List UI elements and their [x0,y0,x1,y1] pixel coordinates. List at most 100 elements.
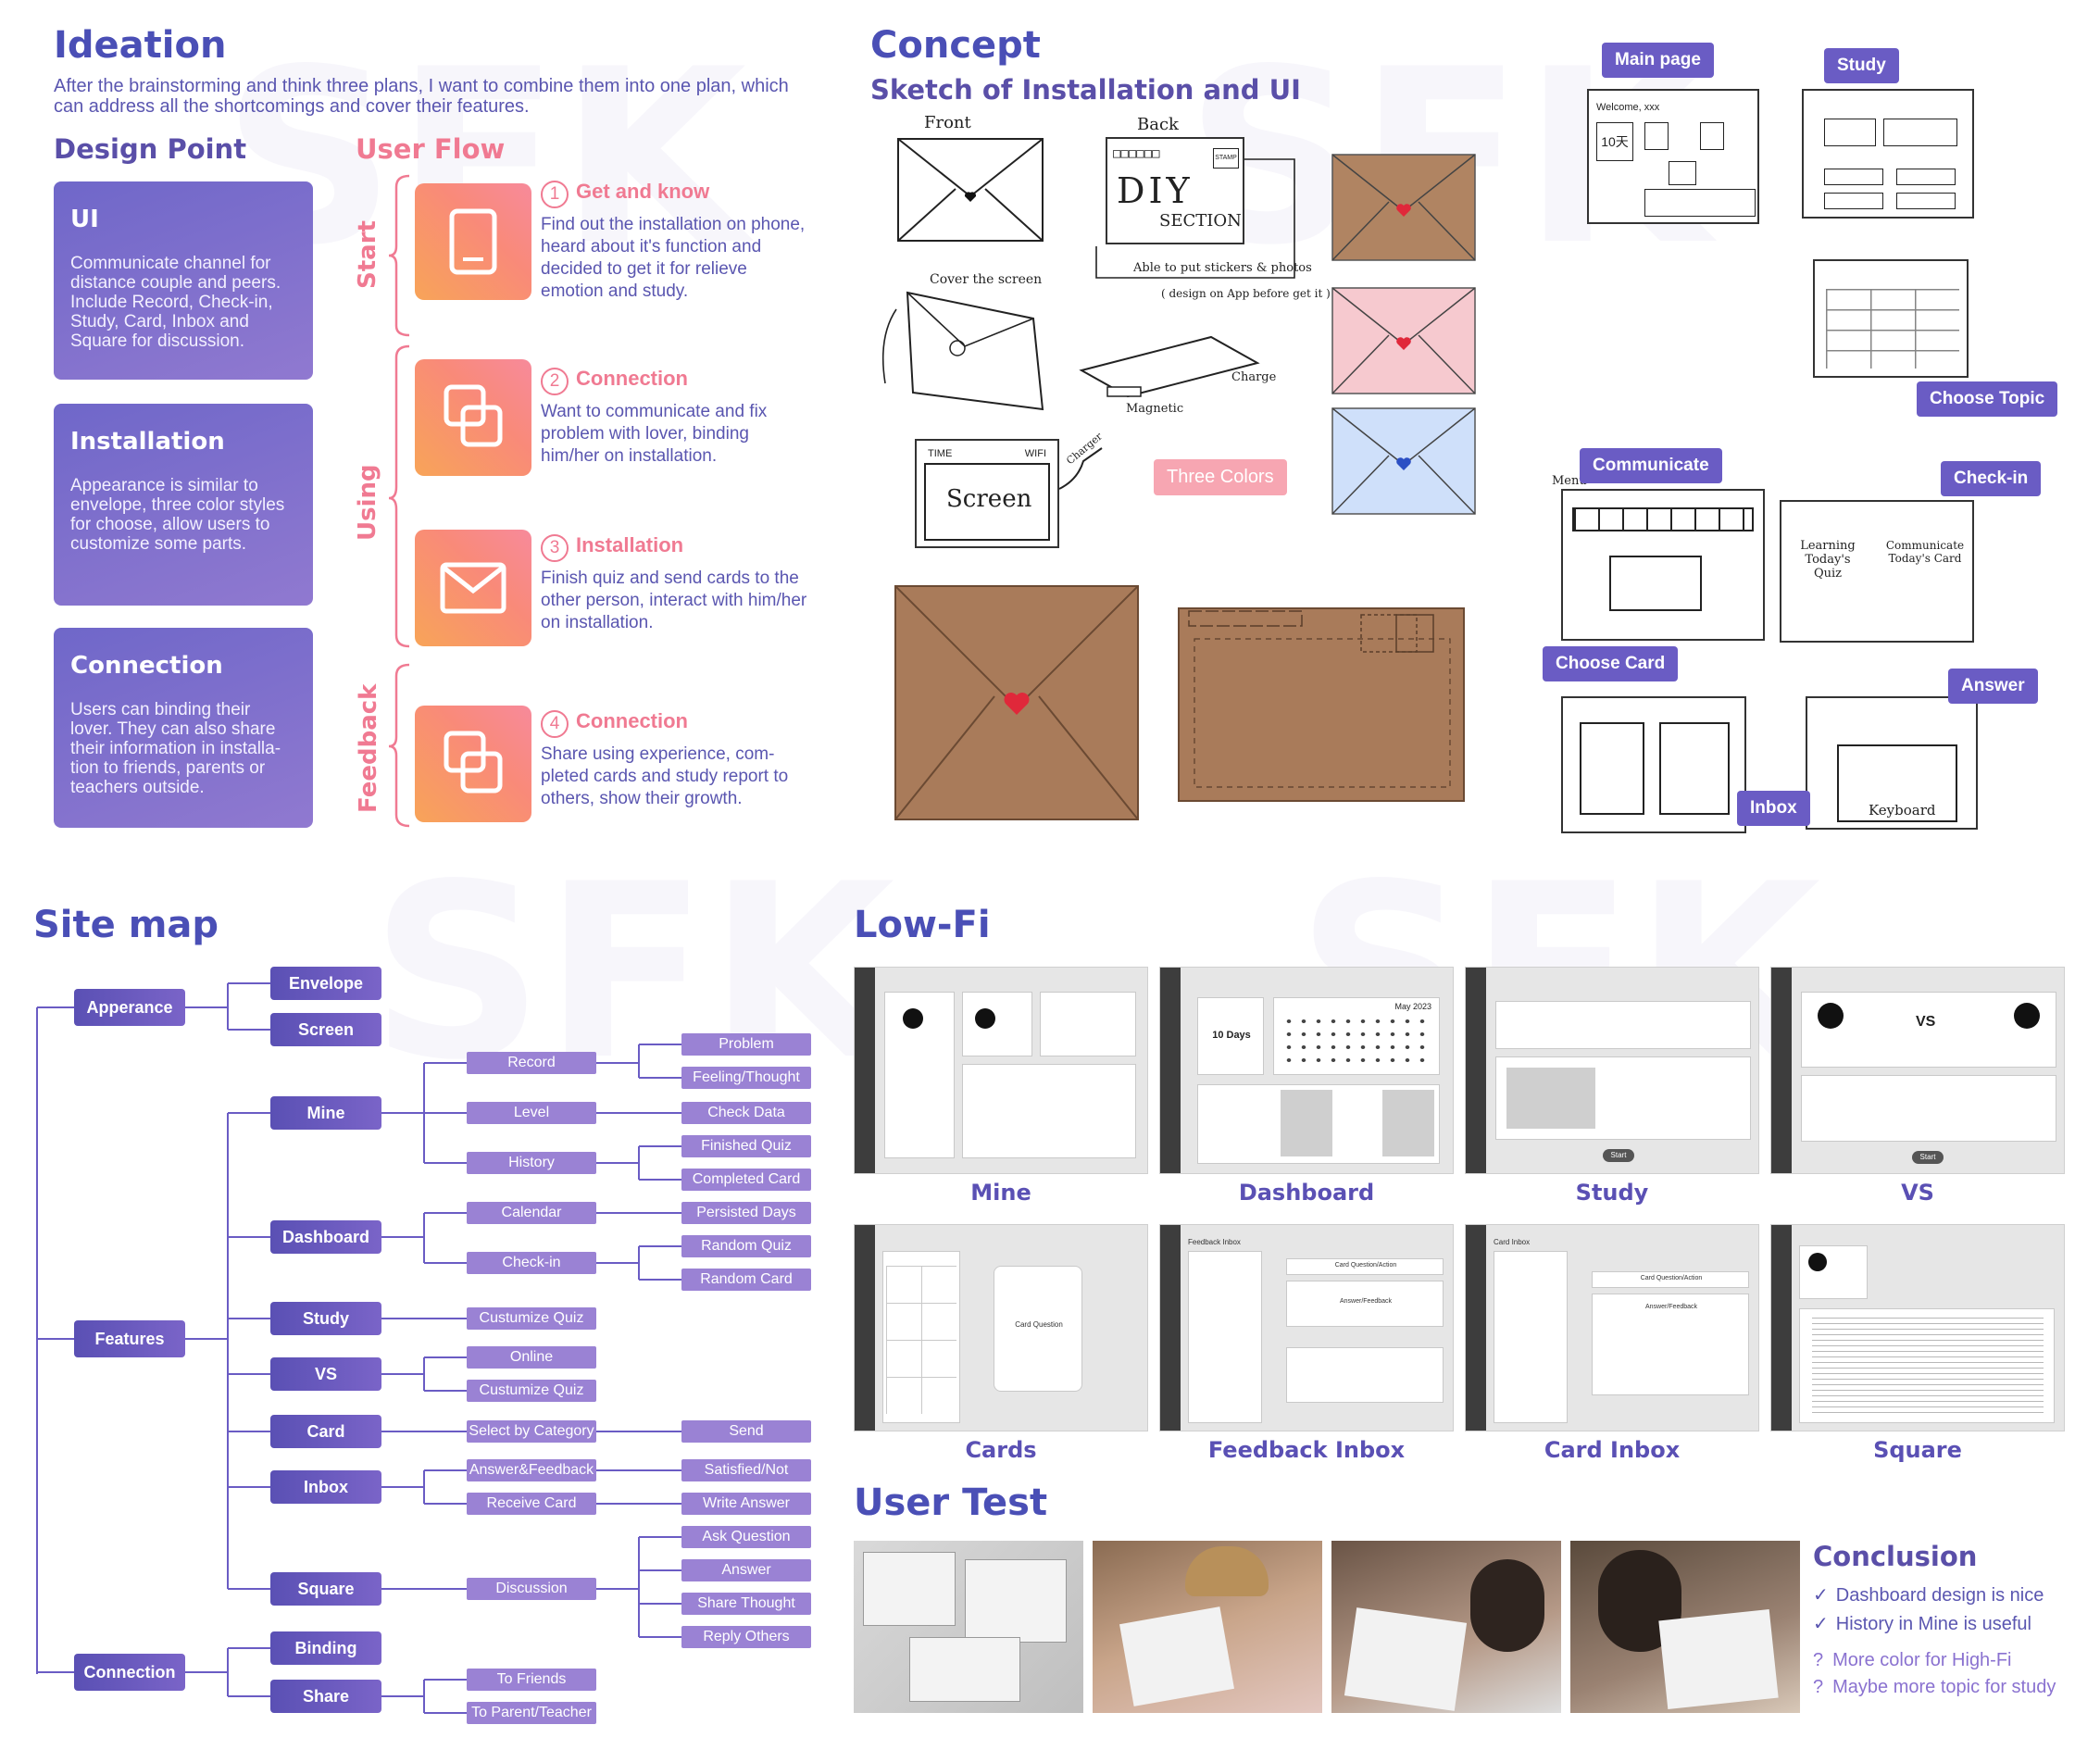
photo-paper [1119,1606,1234,1706]
question-card: Card Question/Action [1592,1271,1749,1288]
photo-hat [1185,1546,1269,1596]
step-number: 1 [541,180,569,208]
conclusion-item: ✓History in Mine is useful [1813,1612,2091,1635]
front-label: Front [924,113,971,132]
design-point-desc: Users can binding their lover. They can … [70,700,281,797]
sidebar [1160,968,1181,1173]
sketch-box [1659,722,1730,815]
sitemap-l2: Study [270,1302,381,1335]
start-button: Start [1912,1151,1944,1164]
sitemap-l4: Persisted Days [681,1202,811,1224]
square-row: □□□□□□ [1113,146,1160,161]
card-grid [886,1266,956,1414]
sitemap-l4: Share Thought [681,1593,811,1615]
photo-paper [909,1637,1020,1702]
sketch-box [1883,119,1957,146]
sitemap-l2: Binding [270,1631,381,1665]
avatar [1808,1253,1827,1271]
calendar-dots [1281,1015,1433,1070]
lofi-caption: Study [1575,1180,1649,1206]
test-photo-1 [854,1541,1083,1713]
sitemap-l4: Finished Quiz [681,1135,811,1157]
sidebar [1466,1225,1486,1431]
avatar [975,1008,995,1029]
sidebar [1466,968,1486,1173]
mail-icon [415,530,531,646]
lofi-screen-square [1770,1224,2065,1431]
sitemap-connectors [36,982,681,1714]
phone-icon [415,183,531,300]
choose-topic-sketch [1813,259,1969,378]
conclusion-item: ✓Dashboard design is nice [1813,1583,2091,1606]
days-text: 10 Days [1212,1030,1251,1041]
sketch-box [1669,161,1696,185]
communicate-sketch [1561,489,1765,641]
design-point-title: Installation [70,428,225,456]
record-card [962,1064,1136,1158]
lofi-caption: Cards [965,1437,1037,1463]
sticker-note: Able to put stickers & photos [1133,261,1312,275]
post-lines [1812,1318,2044,1418]
design-point-title: UI [70,206,99,233]
sitemap-l2: Dashboard [270,1220,381,1254]
envelope-side-sketch [1079,335,1260,398]
reason-card [1286,1347,1444,1403]
sitemap-root-features: Features [74,1320,185,1357]
main-page-sketch: Welcome, xxx 10天 [1587,89,1759,224]
answer-card: Answer/Feedback [1592,1294,1749,1395]
sitemap-l2: Square [270,1572,381,1606]
calendar-card: May 2023 [1273,997,1440,1075]
envelope-back-render [1178,607,1465,802]
envelope-pink [1331,287,1476,394]
history-card [1040,992,1136,1056]
lofi-screen-cards: Card Question [854,1224,1148,1431]
lofi-screen-card-inbox: Card Inbox Card Question/Action Answer/F… [1465,1224,1759,1431]
tag-study: Study [1824,48,1899,83]
tag-choose-topic: Choose Topic [1917,381,2058,417]
tag-main-page: Main page [1602,43,1714,78]
link-icon [415,706,531,822]
card-question-text: Card Question [1015,1320,1063,1329]
sitemap-l3: To Parent/Teacher [467,1702,596,1724]
sitemap-l4: Reply Others [681,1626,811,1648]
sitemap-l2: Card [270,1415,381,1448]
sketch-box [1824,119,1876,146]
sidebar [1160,1225,1181,1431]
keyboard-box [1837,744,1957,822]
lofi-caption: Mine [970,1180,1031,1206]
sitemap-l2: VS [270,1357,381,1391]
photo-paper [965,1559,1067,1643]
tag-inbox: Inbox [1737,791,1810,826]
sitemap-l4: Satisfied/Not [681,1459,811,1481]
ideation-intro: After the brainstorming and think three … [54,76,789,117]
conclusion-text: History in Mine is useful [1835,1614,2031,1634]
settings-card [1801,1075,2056,1142]
days-box: 10天 [1596,122,1633,161]
charger-cable [1058,447,1103,490]
gray-block [1382,1090,1434,1156]
sidebar [855,1225,875,1431]
sitemap-l2: Mine [270,1096,381,1130]
sitemap-l3: Select by Category [467,1420,596,1443]
ideation-title: Ideation [54,24,227,67]
welcome-text: Welcome, xxx [1596,102,1660,113]
study-sketch [1802,89,1974,219]
step-title: Get and know [576,180,710,203]
tag-answer: Answer [1948,669,2038,704]
conclusion-item: ?More color for High-Fi [1813,1650,2091,1671]
sitemap-l4: Check Data [681,1102,811,1124]
sitemap-l3: Answer&Feedback [467,1459,596,1481]
days-card: 10 Days [1197,997,1264,1075]
envelope-front-sketch [897,138,1044,242]
arrow-sketch [1095,158,1295,279]
step-title: Connection [576,367,688,390]
sitemap-l4: Ask Question [681,1526,811,1548]
envelope-brown [1331,154,1476,261]
sketch-box [1644,122,1669,150]
step-number: 4 [541,709,569,738]
keyboard-text: Keyboard [1869,802,1936,819]
lofi-screen-vs: VS Start [1770,967,2065,1174]
